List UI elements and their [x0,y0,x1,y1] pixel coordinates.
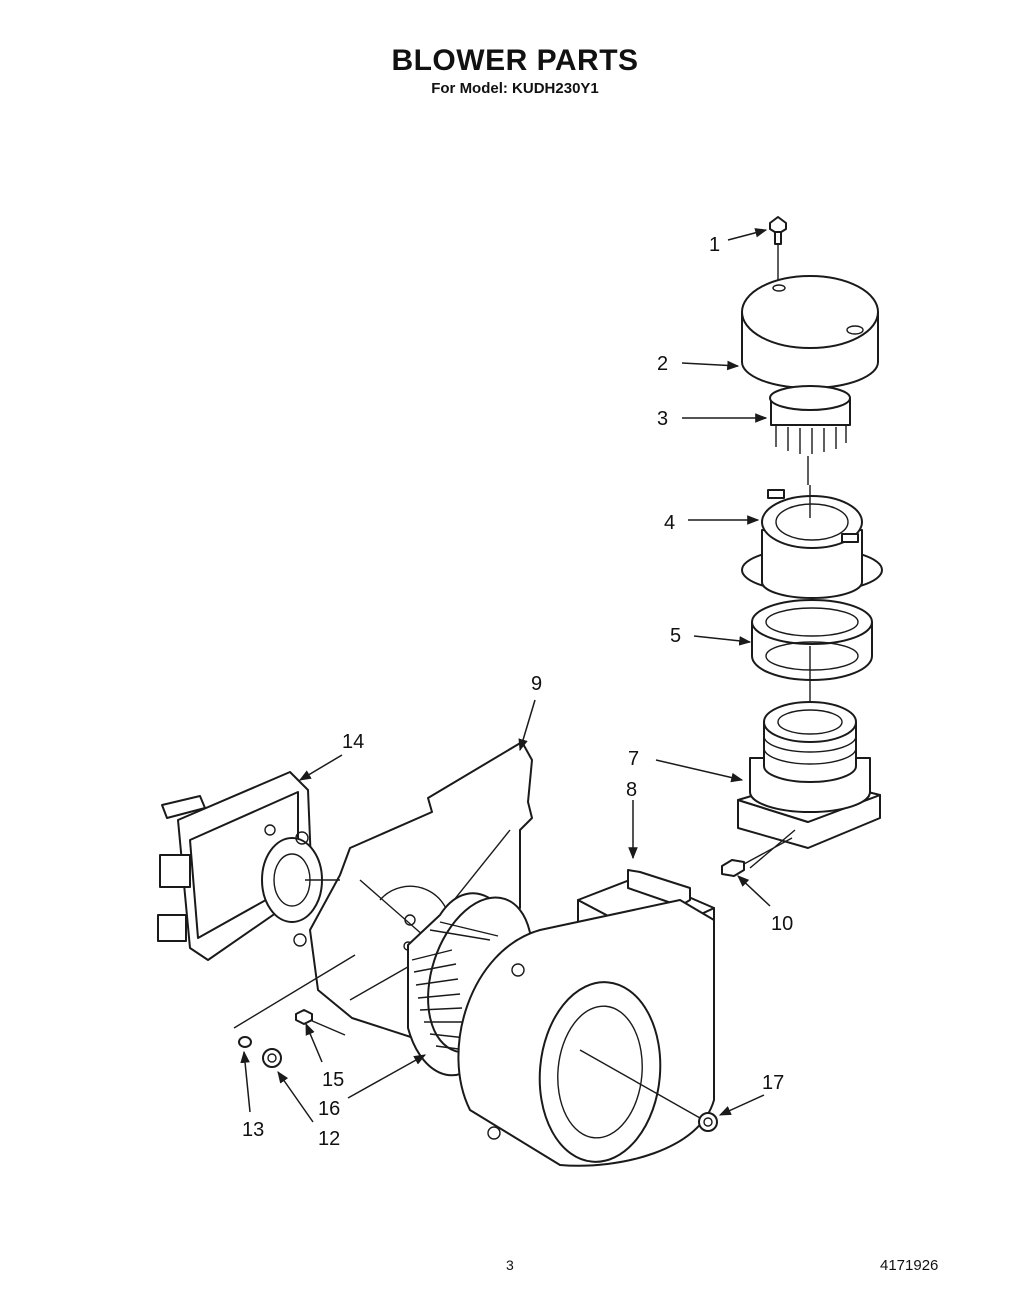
part-13-washer [233,954,356,1048]
document-number: 4171926 [880,1257,939,1274]
callout-8: 8 [626,779,637,801]
part-14-motor [157,771,340,961]
callout-4: 4 [664,512,675,534]
callout-labels: 1 2 3 4 5 7 8 9 10 12 13 14 15 16 17 [242,234,793,1150]
callout-14: 14 [342,731,364,753]
part-2-cap [741,275,879,389]
callout-9: 9 [531,673,542,695]
callout-1: 1 [709,234,720,256]
part-4-collar [741,485,883,599]
part-7-mount [737,701,881,869]
page-title: BLOWER PARTS [391,44,639,77]
part-3-filter [769,385,851,485]
callout-3: 3 [657,408,668,430]
part-10-screw [721,837,793,877]
part-15-screw [295,1009,346,1036]
callout-5: 5 [670,625,681,647]
part-12-nut [262,1048,282,1068]
part-1-screw [769,216,787,280]
leader-arrows [240,228,771,1123]
callout-15: 15 [322,1069,344,1091]
callout-17: 17 [762,1072,784,1094]
callout-16: 16 [318,1098,340,1120]
callout-12: 12 [318,1128,340,1150]
part-5-ring [751,599,873,720]
callout-13: 13 [242,1119,264,1141]
part-17-nut [698,1112,718,1132]
model-subtitle: For Model: KUDH230Y1 [431,80,599,97]
blower-housing [457,899,715,1167]
callout-2: 2 [657,353,668,375]
callout-10: 10 [771,913,793,935]
callout-7: 7 [628,748,639,770]
page-number: 3 [506,1257,514,1273]
